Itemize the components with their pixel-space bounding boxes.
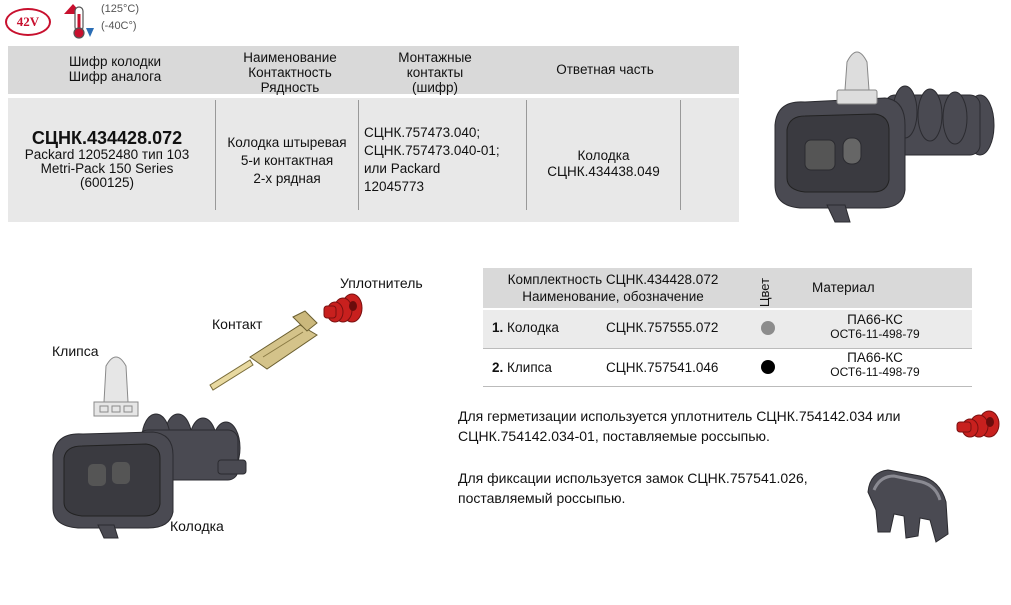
label-seal: Уплотнитель xyxy=(340,275,423,291)
table-header xyxy=(8,46,739,94)
kit-material-header: Материал xyxy=(812,280,875,295)
lock-note: Для фиксации используется замок СЦНК.757… xyxy=(458,470,808,506)
kit-row-name: 2. Клипса xyxy=(492,360,552,375)
clip-image xyxy=(90,352,142,424)
divider xyxy=(526,100,527,210)
table-row xyxy=(8,98,739,222)
kit-row-material: ПА66-КС ОСТ6-11-498-79 xyxy=(830,350,920,379)
housing-image xyxy=(48,400,258,540)
connector-image xyxy=(765,40,1000,225)
table-row xyxy=(483,350,972,386)
label-contact: Контакт xyxy=(212,316,263,332)
lock-image xyxy=(860,462,955,544)
label-clip: Клипса xyxy=(52,343,99,359)
temp-low: (-40C°) xyxy=(101,20,137,32)
seal-note: Для герметизации используется уплотнител… xyxy=(458,408,901,444)
divider xyxy=(680,100,681,210)
seal-image-small xyxy=(955,408,1003,442)
thermometer-icon xyxy=(62,2,96,40)
divider xyxy=(483,386,972,387)
color-swatch xyxy=(761,321,775,335)
table-row xyxy=(483,310,972,348)
divider xyxy=(483,348,972,349)
contact-codes: СЦНК.757473.040;СЦНК.757473.040-01;или P… xyxy=(364,125,500,194)
kit-table-header xyxy=(483,268,972,308)
kit-row-material: ПА66-КС ОСТ6-11-498-79 xyxy=(830,312,920,341)
kit-row-name: 1. Колодка xyxy=(492,320,559,335)
kit-row-code: СЦНК.757541.046 xyxy=(606,360,719,375)
temp-high: (125°C) xyxy=(101,3,140,15)
divider xyxy=(358,100,359,210)
seal-image xyxy=(322,290,368,330)
kit-row-code: СЦНК.757555.072 xyxy=(606,320,719,335)
part-code: СЦНК.434428.072 xyxy=(31,128,183,148)
color-swatch xyxy=(761,360,775,374)
label-housing: Колодка xyxy=(170,518,224,534)
header-mate: Ответная часть xyxy=(556,62,654,77)
contact-pin-image xyxy=(205,305,325,395)
divider xyxy=(215,100,216,210)
kit-color-header: Цвет xyxy=(757,277,773,308)
voltage-badge: 42V xyxy=(5,8,51,36)
